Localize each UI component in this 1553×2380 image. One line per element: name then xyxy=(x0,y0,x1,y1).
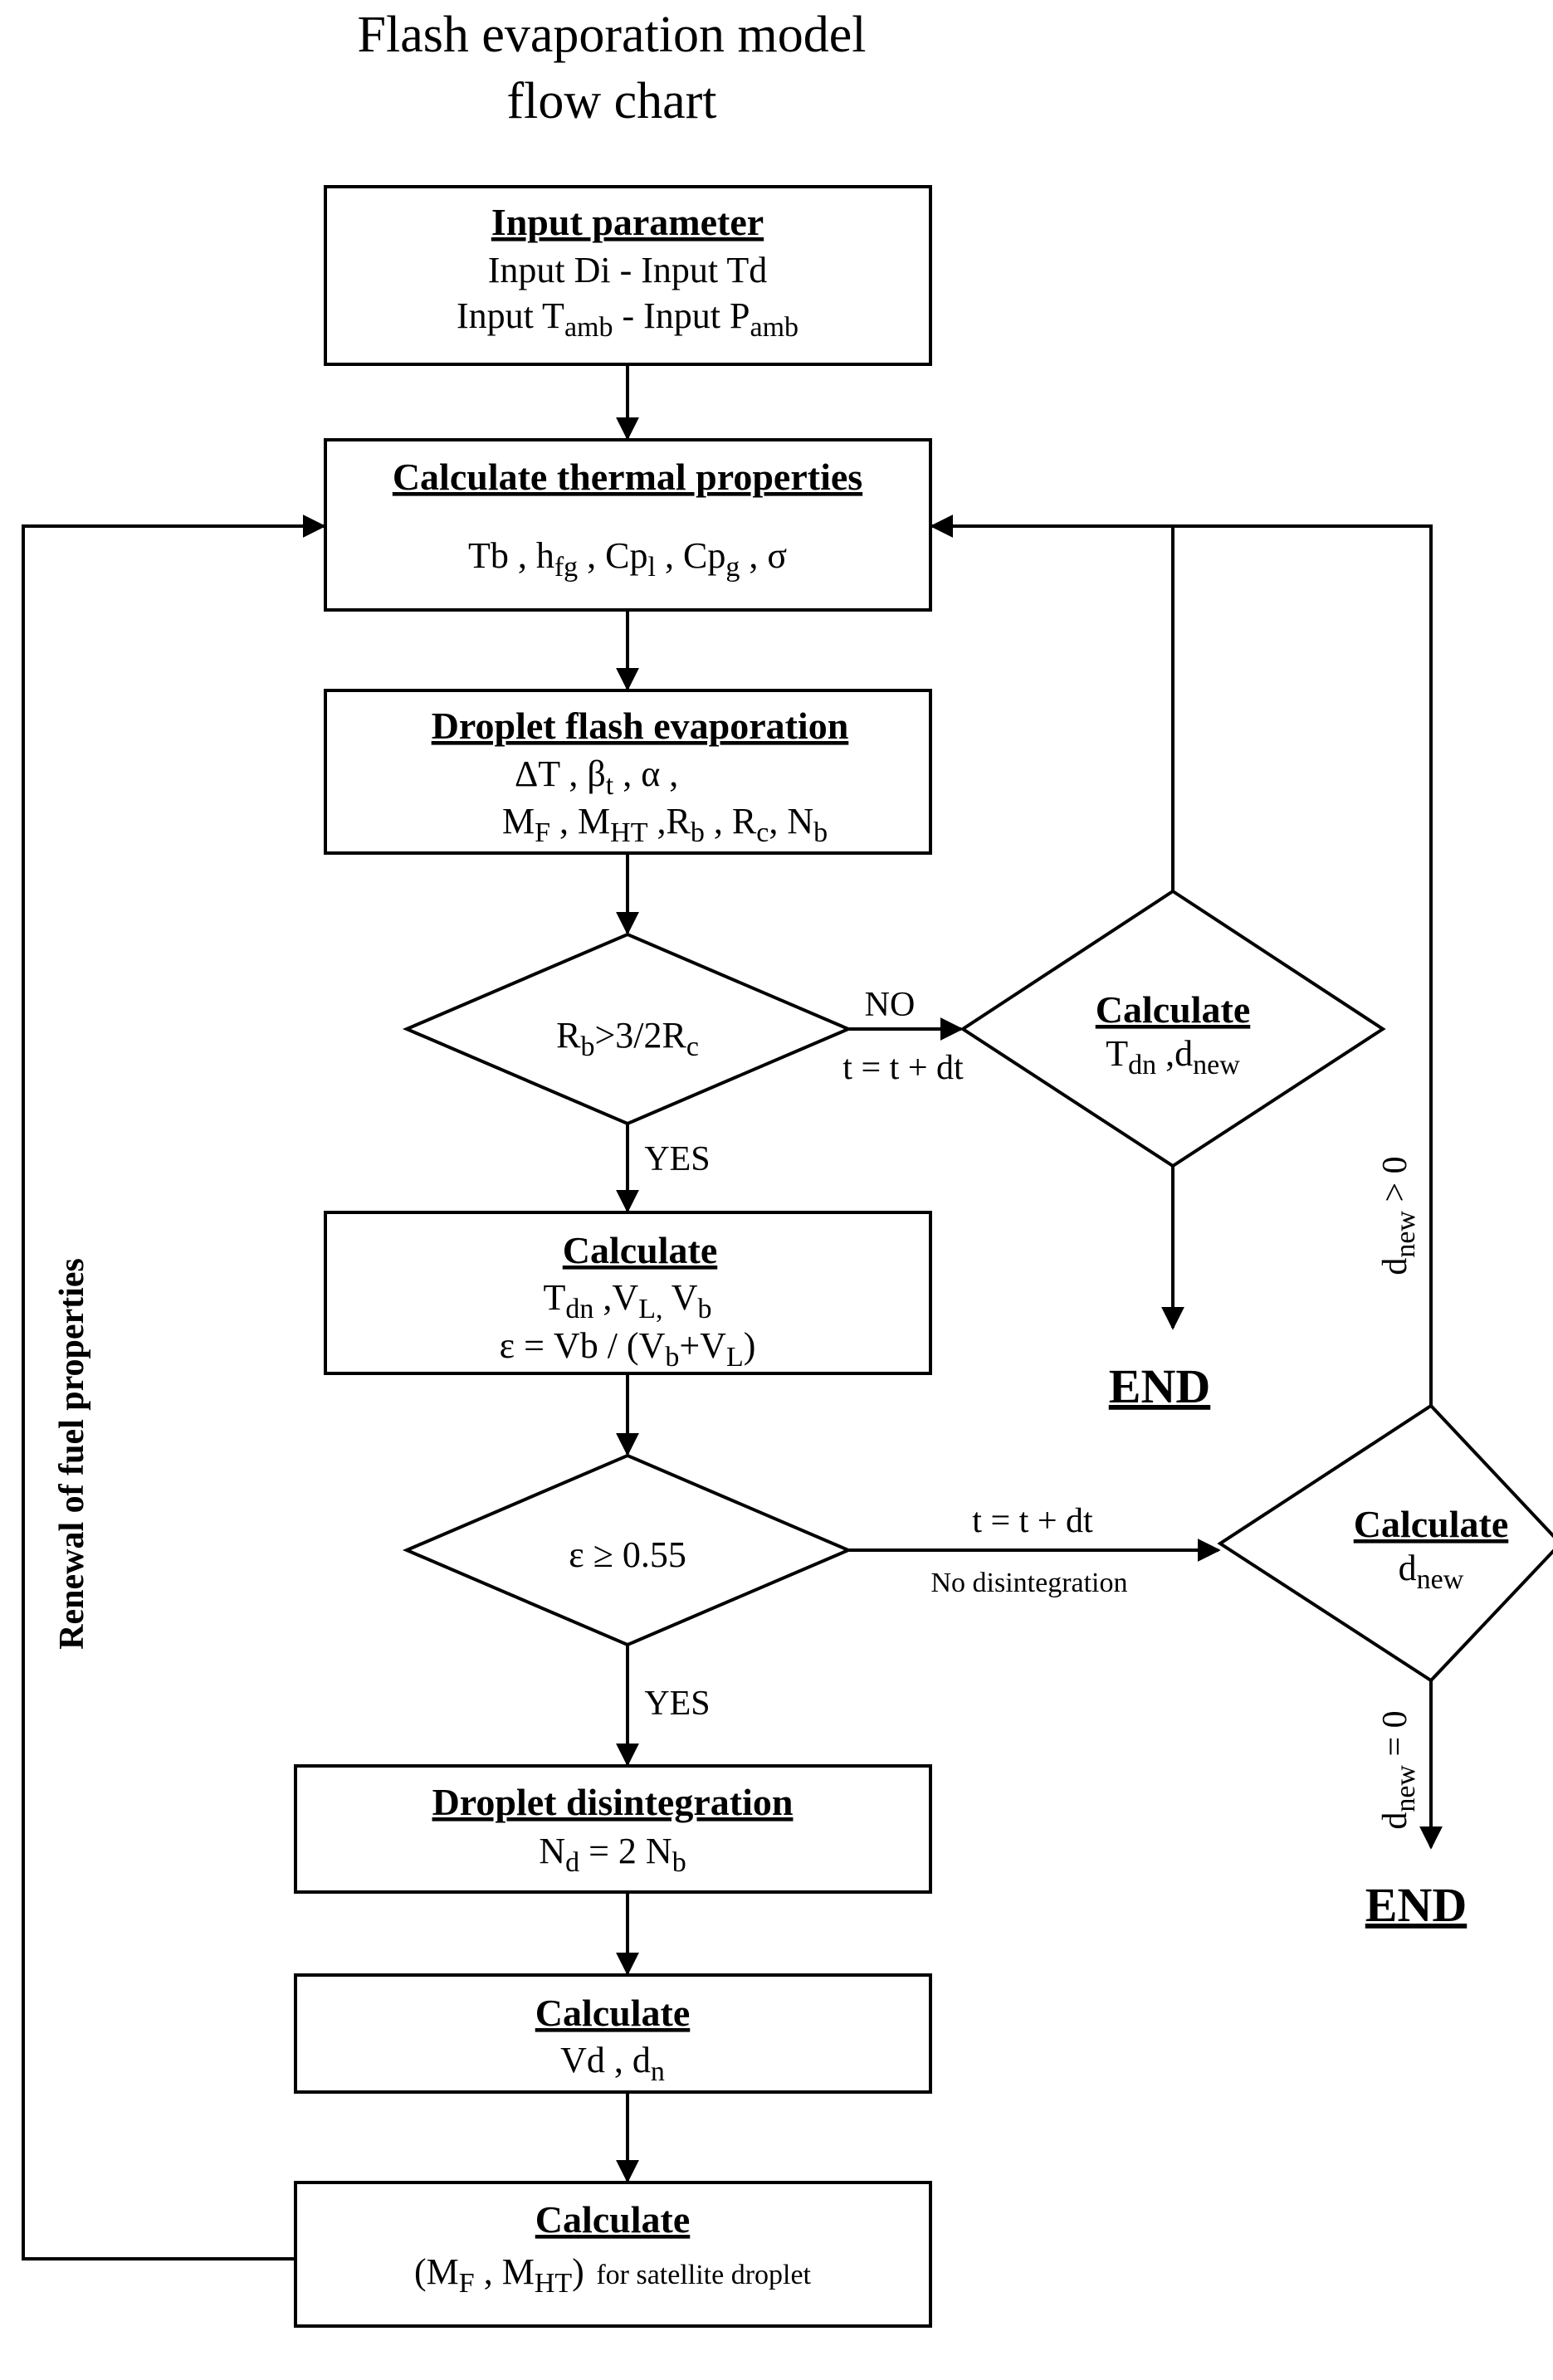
arrow-dnew-positive-back-to-thermal xyxy=(1162,524,1433,1406)
thermal-properties-line: Tb , hfg , Cpl , Cpg , σ xyxy=(468,535,787,583)
input-line-1: Input Di - Input Td xyxy=(488,250,768,290)
end-label-1: END xyxy=(1109,1359,1210,1413)
flash-evaporation-line-1: ΔT , βt , α , xyxy=(515,754,678,801)
calculate-dnew-line: dnew xyxy=(1399,1548,1464,1595)
end-label-2: END xyxy=(1365,1878,1467,1932)
calculate-volume-box: Calculate Tdn ,VL, Vb ε = Vb / (Vb+VL) xyxy=(324,1211,932,1375)
connectors xyxy=(22,364,1443,2261)
calculate-dnew-diamond: Calculate dnew xyxy=(1217,1403,1553,1683)
calculate-mass-line: (MF , MHT) for satellite droplet xyxy=(414,2251,812,2299)
calculate-vd-line: Vd , dn xyxy=(560,2040,665,2087)
thermal-properties-heading: Calculate thermal properties xyxy=(393,456,862,498)
arrow-renewal-loop xyxy=(22,515,326,2261)
decision-epsilon-text: ε ≥ 0.55 xyxy=(569,1534,686,1575)
calculate-vd-box: Calculate Vd , dn xyxy=(294,1973,932,2094)
thermal-properties-box: Calculate thermal properties Tb , hfg , … xyxy=(324,438,932,612)
decision-epsilon: ε ≥ 0.55 xyxy=(402,1453,853,1647)
calculate-volume-heading: Calculate xyxy=(563,1229,718,1271)
calculate-volume-line-1: Tdn ,VL, Vb xyxy=(544,1277,712,1324)
calculate-vd-heading: Calculate xyxy=(535,1992,691,2034)
calculate-tdn-dnew-heading: Calculate xyxy=(1096,988,1251,1031)
renewal-of-fuel-properties-label: Renewal of fuel properties xyxy=(53,1258,91,1650)
no-label: NO xyxy=(865,986,916,1024)
decision-rb-rc: Rb>3/2Rc xyxy=(402,932,853,1126)
calculate-tdn-dnew-diamond: Calculate Tdn ,dnew xyxy=(960,889,1386,1168)
droplet-disintegration-box: Droplet disintegration Nd = 2 Nb xyxy=(294,1764,932,1894)
input-parameter-heading: Input parameter xyxy=(491,201,764,243)
input-line-2: Input Tamb - Input Pamb xyxy=(457,295,798,343)
no-disintegration-label: No disintegration xyxy=(930,1568,1127,1598)
disintegration-line: Nd = 2 Nb xyxy=(539,1831,686,1878)
chart-title-line1: Flash evaporation model xyxy=(358,7,867,63)
calculate-tdn-dnew-line: Tdn ,dnew xyxy=(1106,1033,1240,1080)
chart-title-line2: flow chart xyxy=(506,73,716,129)
dnew-equals-zero-label: dnew = 0 xyxy=(1376,1710,1421,1829)
time-step-label-1: t = t + dt xyxy=(842,1049,964,1087)
input-parameter-box: Input parameter Input Di - Input Td Inpu… xyxy=(324,185,932,366)
yes-label-2: YES xyxy=(644,1685,710,1723)
calculate-mass-box: Calculate (MF , MHT) for satellite dropl… xyxy=(294,2181,932,2328)
flash-evaporation-heading: Droplet flash evaporation xyxy=(432,705,849,747)
calculate-volume-line-2: ε = Vb / (Vb+VL) xyxy=(500,1325,756,1373)
arrow-calc-tdn-back-to-thermal xyxy=(930,515,1175,891)
decision-rb-rc-text: Rb>3/2Rc xyxy=(556,1015,699,1062)
calculate-mass-heading: Calculate xyxy=(535,2198,691,2241)
disintegration-heading: Droplet disintegration xyxy=(432,1781,794,1823)
calculate-dnew-heading: Calculate xyxy=(1354,1503,1509,1545)
time-step-label-2: t = t + dt xyxy=(972,1502,1093,1540)
dnew-greater-than-zero-label: dnew > 0 xyxy=(1376,1156,1421,1275)
flash-evaporation-line-2: MF , MHT ,Rb , Rc, Nb xyxy=(502,801,828,848)
droplet-flash-evaporation-box: Droplet flash evaporation ΔT , βt , α , … xyxy=(324,689,932,855)
yes-label-1: YES xyxy=(644,1140,710,1178)
